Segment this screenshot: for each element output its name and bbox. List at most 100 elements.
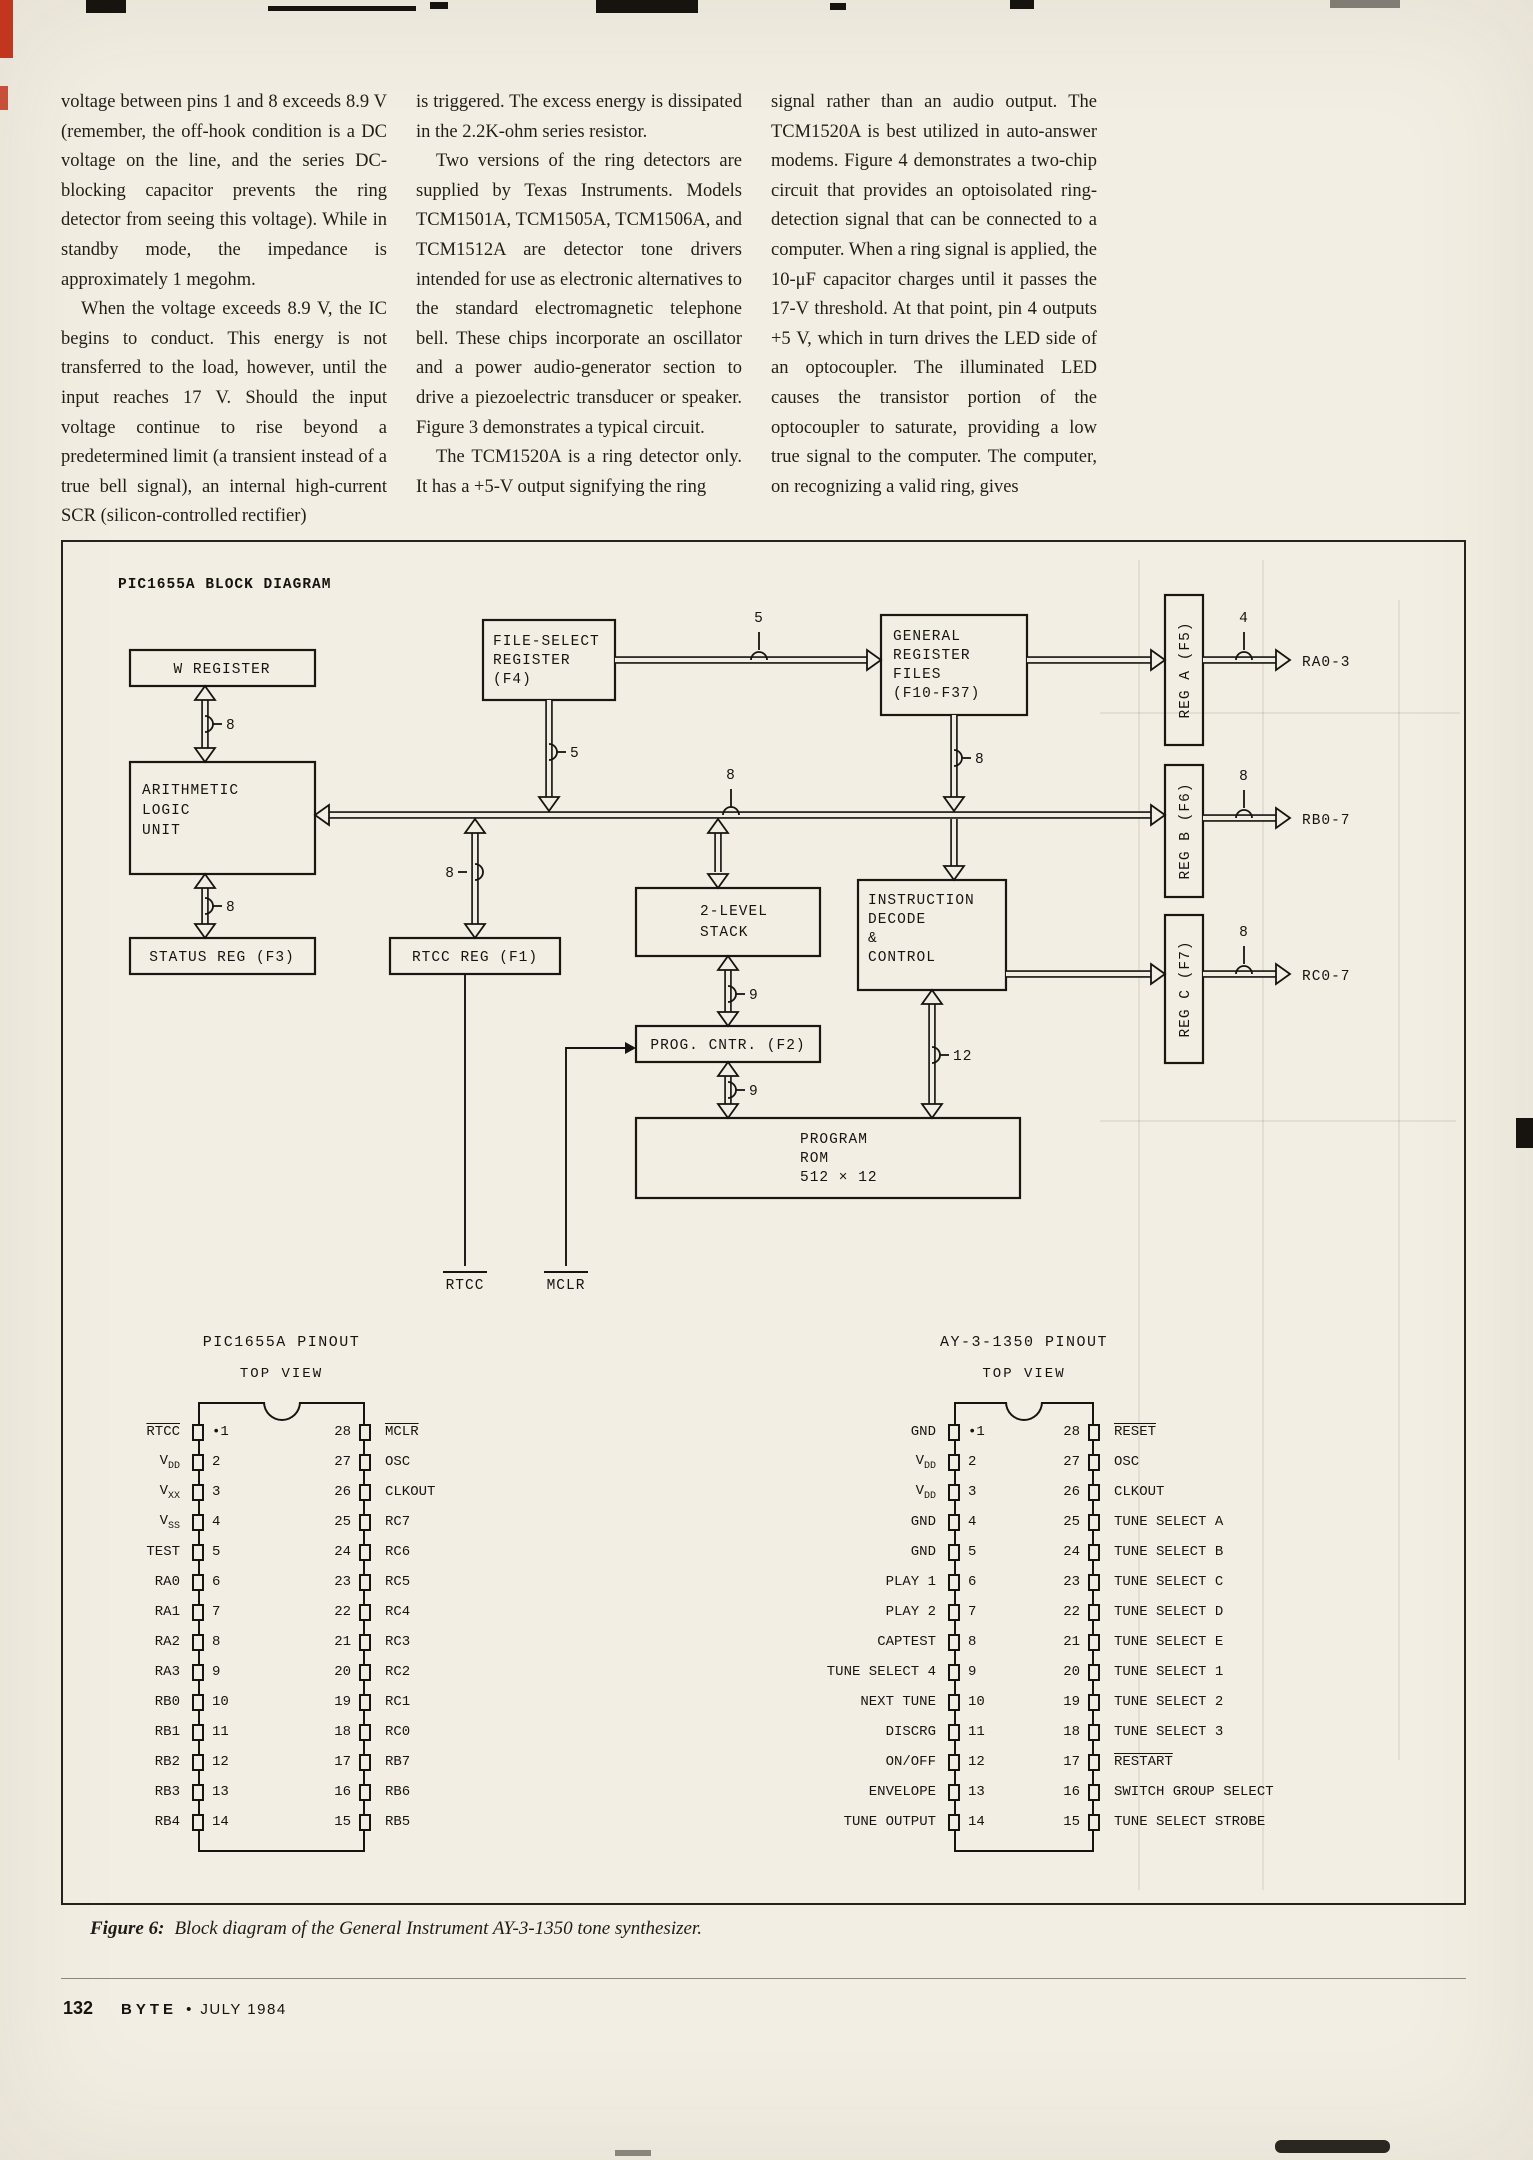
chip-outline [954, 1402, 1094, 1852]
pin-number-left: 5 [212, 1544, 221, 1560]
pin-label-right: RC3 [385, 1634, 411, 1650]
pin-left-icon [948, 1693, 960, 1711]
pin-number-right: 23 [334, 1574, 351, 1590]
pin-left-icon [948, 1573, 960, 1591]
pin-number-right: 28 [334, 1424, 351, 1440]
pin-row: VDD 2 27 OSC [800, 1447, 1380, 1477]
pin-label-left: ENVELOPE [868, 1784, 936, 1800]
pin-label-left: RA0 [154, 1574, 180, 1590]
paragraph: signal rather than an audio output. The … [771, 92, 1097, 497]
pin-label-left: TEST [146, 1544, 180, 1560]
pin-left-icon [192, 1513, 204, 1531]
pin-left-icon [192, 1423, 204, 1441]
pin-number-right: 25 [334, 1514, 351, 1530]
pin-right-icon [359, 1603, 371, 1621]
footer-bullet: • [186, 2001, 192, 2018]
pin-number-left: 4 [968, 1514, 977, 1530]
pin-right-icon [359, 1813, 371, 1831]
pin-left-icon [948, 1513, 960, 1531]
pin-left-icon [192, 1813, 204, 1831]
pin-number-left: 11 [212, 1724, 229, 1740]
bus-generalfiles-main: 8 [942, 715, 984, 813]
pin-right-icon [1088, 1513, 1100, 1531]
pin-right-icon [1088, 1423, 1100, 1441]
status-reg-label: STATUS REG (F3) [149, 950, 295, 966]
pin-left-icon [192, 1483, 204, 1501]
pinout-title: PIC1655A PINOUT [202, 1334, 361, 1351]
ghost-line [1138, 560, 1140, 1890]
pin-number-right: 25 [1063, 1514, 1080, 1530]
paragraph: The TCM1520A is a ring detector only. It… [416, 447, 742, 497]
pin-number-right: 15 [1063, 1814, 1080, 1830]
pin-number-right: 28 [1063, 1424, 1080, 1440]
scan-mark-red [0, 0, 13, 58]
program-rom-box [634, 1116, 1022, 1200]
w-register-label: W REGISTER [173, 662, 270, 678]
stack-label: STACK [700, 925, 749, 941]
pin-row: VSS 4 25 RC7 [100, 1507, 600, 1537]
pinout-ay-3-1350: AY-3-1350 PINOUT TOP VIEW GND •1 28 RESE… [800, 1330, 1380, 1890]
pin-row: DISCRG 11 18 TUNE SELECT 3 [800, 1717, 1380, 1747]
pin-row: GND •1 28 RESET [800, 1417, 1380, 1447]
bus-regc-out: 8 RC0-7 [1203, 925, 1350, 986]
pin-label-left: RB4 [154, 1814, 180, 1830]
pin-right-icon [359, 1513, 371, 1531]
paragraph: Two versions of the ring detectors are s… [416, 151, 742, 438]
figure-border [61, 540, 1466, 1905]
bus-regb-out: 8 RB0-7 [1203, 769, 1351, 830]
file-select-label: REGISTER [493, 653, 571, 669]
pin-number-right: 21 [1063, 1634, 1080, 1650]
pin-label-left: VDD [159, 1452, 180, 1472]
pin-label-left: RTCC [146, 1424, 180, 1440]
pin-rows: RTCC •1 28 MCLR VDD 2 27 OSC [100, 1417, 600, 1837]
pinout-subtitle: TOP VIEW [982, 1366, 1066, 1382]
pin-right-icon [1088, 1633, 1100, 1651]
general-files-label: (F10-F37) [893, 686, 980, 702]
pin-label-left: ON/OFF [885, 1754, 936, 1770]
reg-b-label: REG B (F6) [1178, 782, 1194, 879]
general-files-label: GENERAL [893, 629, 961, 645]
pin-label-right: OSC [1114, 1454, 1140, 1470]
pin-label-left: RA2 [154, 1634, 180, 1650]
pin-label-right: RC4 [385, 1604, 411, 1620]
main-data-bus: 8 [313, 768, 1167, 827]
pin-number-left: 13 [968, 1784, 985, 1800]
pin-left-icon [948, 1813, 960, 1831]
pinout-title: AY-3-1350 PINOUT [939, 1334, 1109, 1351]
bus-main-rtccreg: 8 [445, 817, 487, 940]
pin-number-left: 3 [968, 1484, 977, 1500]
pin-label-right: RC2 [385, 1664, 411, 1680]
pin-left-icon [948, 1723, 960, 1741]
bus-width-label: 5 [570, 746, 580, 762]
scan-mark [615, 2150, 651, 2156]
pin-row: RB2 12 17 RB7 [100, 1747, 600, 1777]
pin-number-right: 19 [1063, 1694, 1080, 1710]
prog-cntr-label: PROG. CNTR. (F2) [650, 1038, 805, 1054]
pin-number-left: 4 [212, 1514, 221, 1530]
pin-row: TUNE SELECT 4 9 20 TUNE SELECT 1 [800, 1657, 1380, 1687]
pin-label-right: RC5 [385, 1574, 411, 1590]
pin-label-left: CAPTEST [877, 1634, 936, 1650]
pin-label-left: GND [910, 1514, 936, 1530]
pin-number-left: 8 [968, 1634, 977, 1650]
pin-label-right: TUNE SELECT D [1114, 1604, 1224, 1620]
pin-row: PLAY 1 6 23 TUNE SELECT C [800, 1567, 1380, 1597]
pin-number-left: 6 [212, 1574, 221, 1590]
pin-label-right: TUNE SELECT 1 [1114, 1664, 1224, 1680]
pin-number-right: 17 [1063, 1754, 1080, 1770]
bus-width-label: 8 [226, 900, 236, 916]
pin-left-icon [192, 1633, 204, 1651]
pin-number-right: 18 [1063, 1724, 1080, 1740]
pin-label-right: TUNE SELECT E [1114, 1634, 1224, 1650]
pin-label-left: TUNE SELECT 4 [826, 1664, 936, 1680]
status-reg-box [128, 936, 317, 976]
pin-number-right: 26 [1063, 1484, 1080, 1500]
pin-label-left: RB1 [154, 1724, 180, 1740]
pin-row: RB1 11 18 RC0 [100, 1717, 600, 1747]
port-b-label: RB0-7 [1302, 813, 1351, 829]
page-number: 132 [63, 1998, 94, 2018]
scan-mark [430, 2, 448, 9]
pin-left-icon [192, 1573, 204, 1591]
pin-number-right: 22 [334, 1604, 351, 1620]
program-rom-label: 512 × 12 [800, 1170, 878, 1186]
